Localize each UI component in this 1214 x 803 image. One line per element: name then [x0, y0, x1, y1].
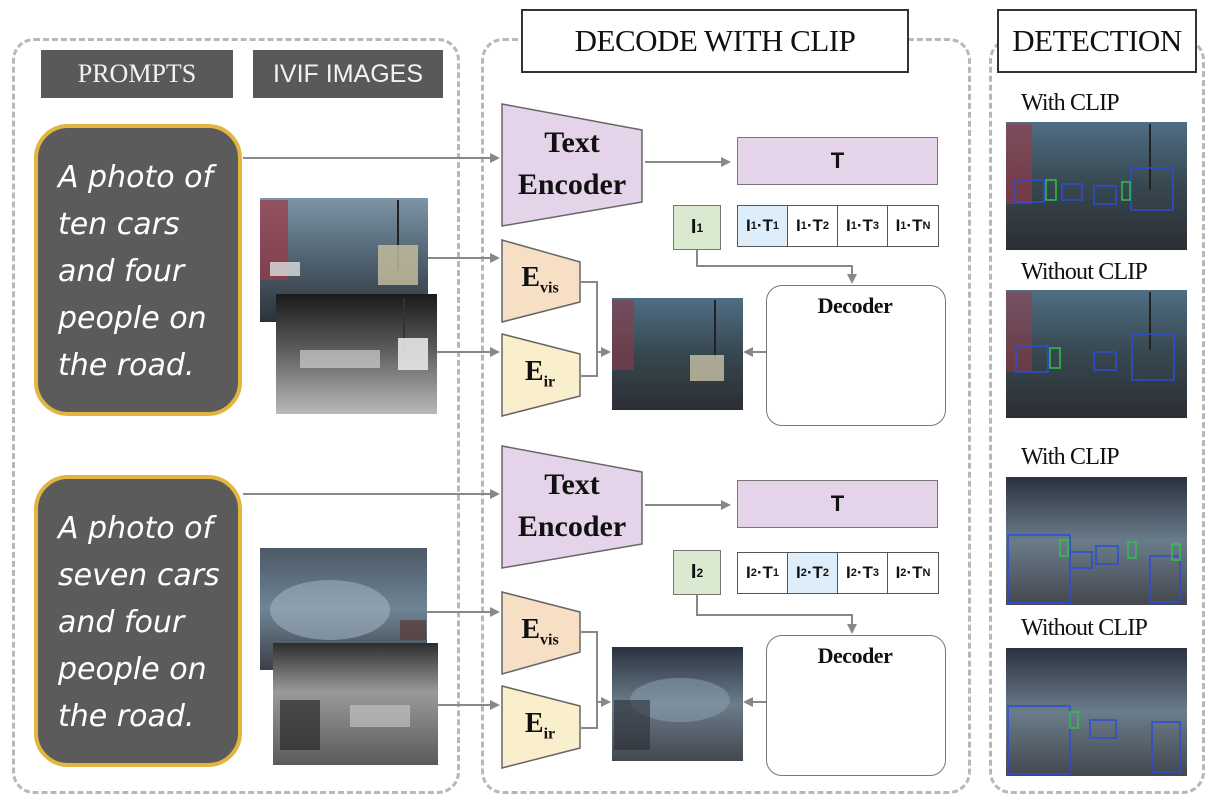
text-encoder-1 [501, 103, 643, 227]
visible-encoder-2-label: Evis [521, 614, 559, 649]
detection-label-without-clip-1: Without CLIP [1021, 259, 1148, 285]
detection-image-2 [1006, 290, 1187, 418]
infrared-encoder-1-label: Eir [524, 356, 556, 391]
text-encoder-2 [501, 445, 643, 569]
text-encoder-2-label: Text Encoder [517, 468, 627, 543]
visible-encoder-1-label: Evis [521, 262, 559, 297]
decoder-box-1 [766, 285, 946, 426]
decode-with-clip-title: DECODE WITH CLIP [521, 9, 909, 73]
detection-image-1 [1006, 122, 1187, 250]
text-feature-1: T [737, 137, 938, 185]
text-feature-2: T [737, 480, 938, 528]
visible-encoder-2 [501, 591, 581, 675]
decoder-label-2: Decoder [817, 643, 893, 668]
detection-image-3 [1006, 477, 1187, 605]
infrared-encoder-2-label: Eir [524, 708, 556, 743]
detection-image-4 [1006, 648, 1187, 776]
fused-image-2 [612, 647, 743, 761]
visible-encoder-1 [501, 239, 581, 323]
fused-image-1 [612, 298, 743, 410]
infrared-encoder-1 [501, 333, 581, 417]
detection-label-without-clip-2: Without CLIP [1021, 615, 1148, 641]
prompt-box-2: A photo of seven cars and four people on… [34, 475, 242, 767]
prompts-panel [12, 38, 460, 794]
decoder-label-1: Decoder [817, 293, 893, 318]
infrared-image-2 [273, 643, 438, 765]
detection-title: DETECTION [997, 9, 1197, 73]
decoder-box-2 [766, 635, 946, 776]
detection-label-with-clip-1: With CLIP [1021, 90, 1120, 116]
ivif-images-header: IVIF IMAGES [253, 50, 443, 98]
infrared-encoder-2 [501, 685, 581, 769]
text-encoder-1-label: Text Encoder [517, 126, 627, 201]
detection-label-with-clip-2: With CLIP [1021, 444, 1120, 470]
prompt-box-1: A photo of ten cars and four people on t… [34, 124, 242, 416]
prompts-header: PROMPTS [41, 50, 233, 98]
infrared-image-1 [276, 294, 437, 414]
